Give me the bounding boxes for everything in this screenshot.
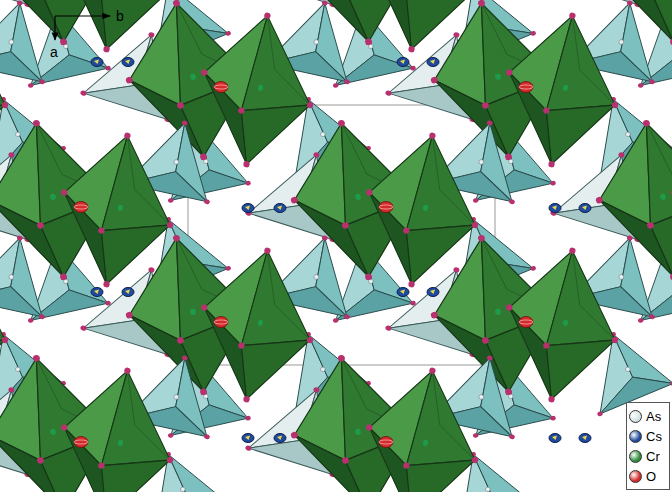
legend: AsCsCrO [626, 402, 670, 490]
axis-arrows [55, 16, 110, 40]
legend-text: As [646, 409, 661, 424]
axis-label: a [50, 45, 58, 59]
legend-entry: As [629, 406, 669, 426]
legend-entry: Cs [629, 426, 669, 446]
legend-text: Cs [646, 429, 662, 444]
legend-swatch [629, 430, 642, 443]
legend-swatch [629, 470, 642, 483]
axis-label: b [116, 9, 124, 23]
legend-text: Cr [646, 449, 660, 464]
legend-entry: Cr [629, 446, 669, 466]
cs-atoms [91, 58, 591, 443]
legend-entry: O [629, 466, 669, 486]
legend-swatch [629, 450, 642, 463]
legend-text: O [646, 469, 656, 484]
legend-swatch [629, 410, 642, 423]
